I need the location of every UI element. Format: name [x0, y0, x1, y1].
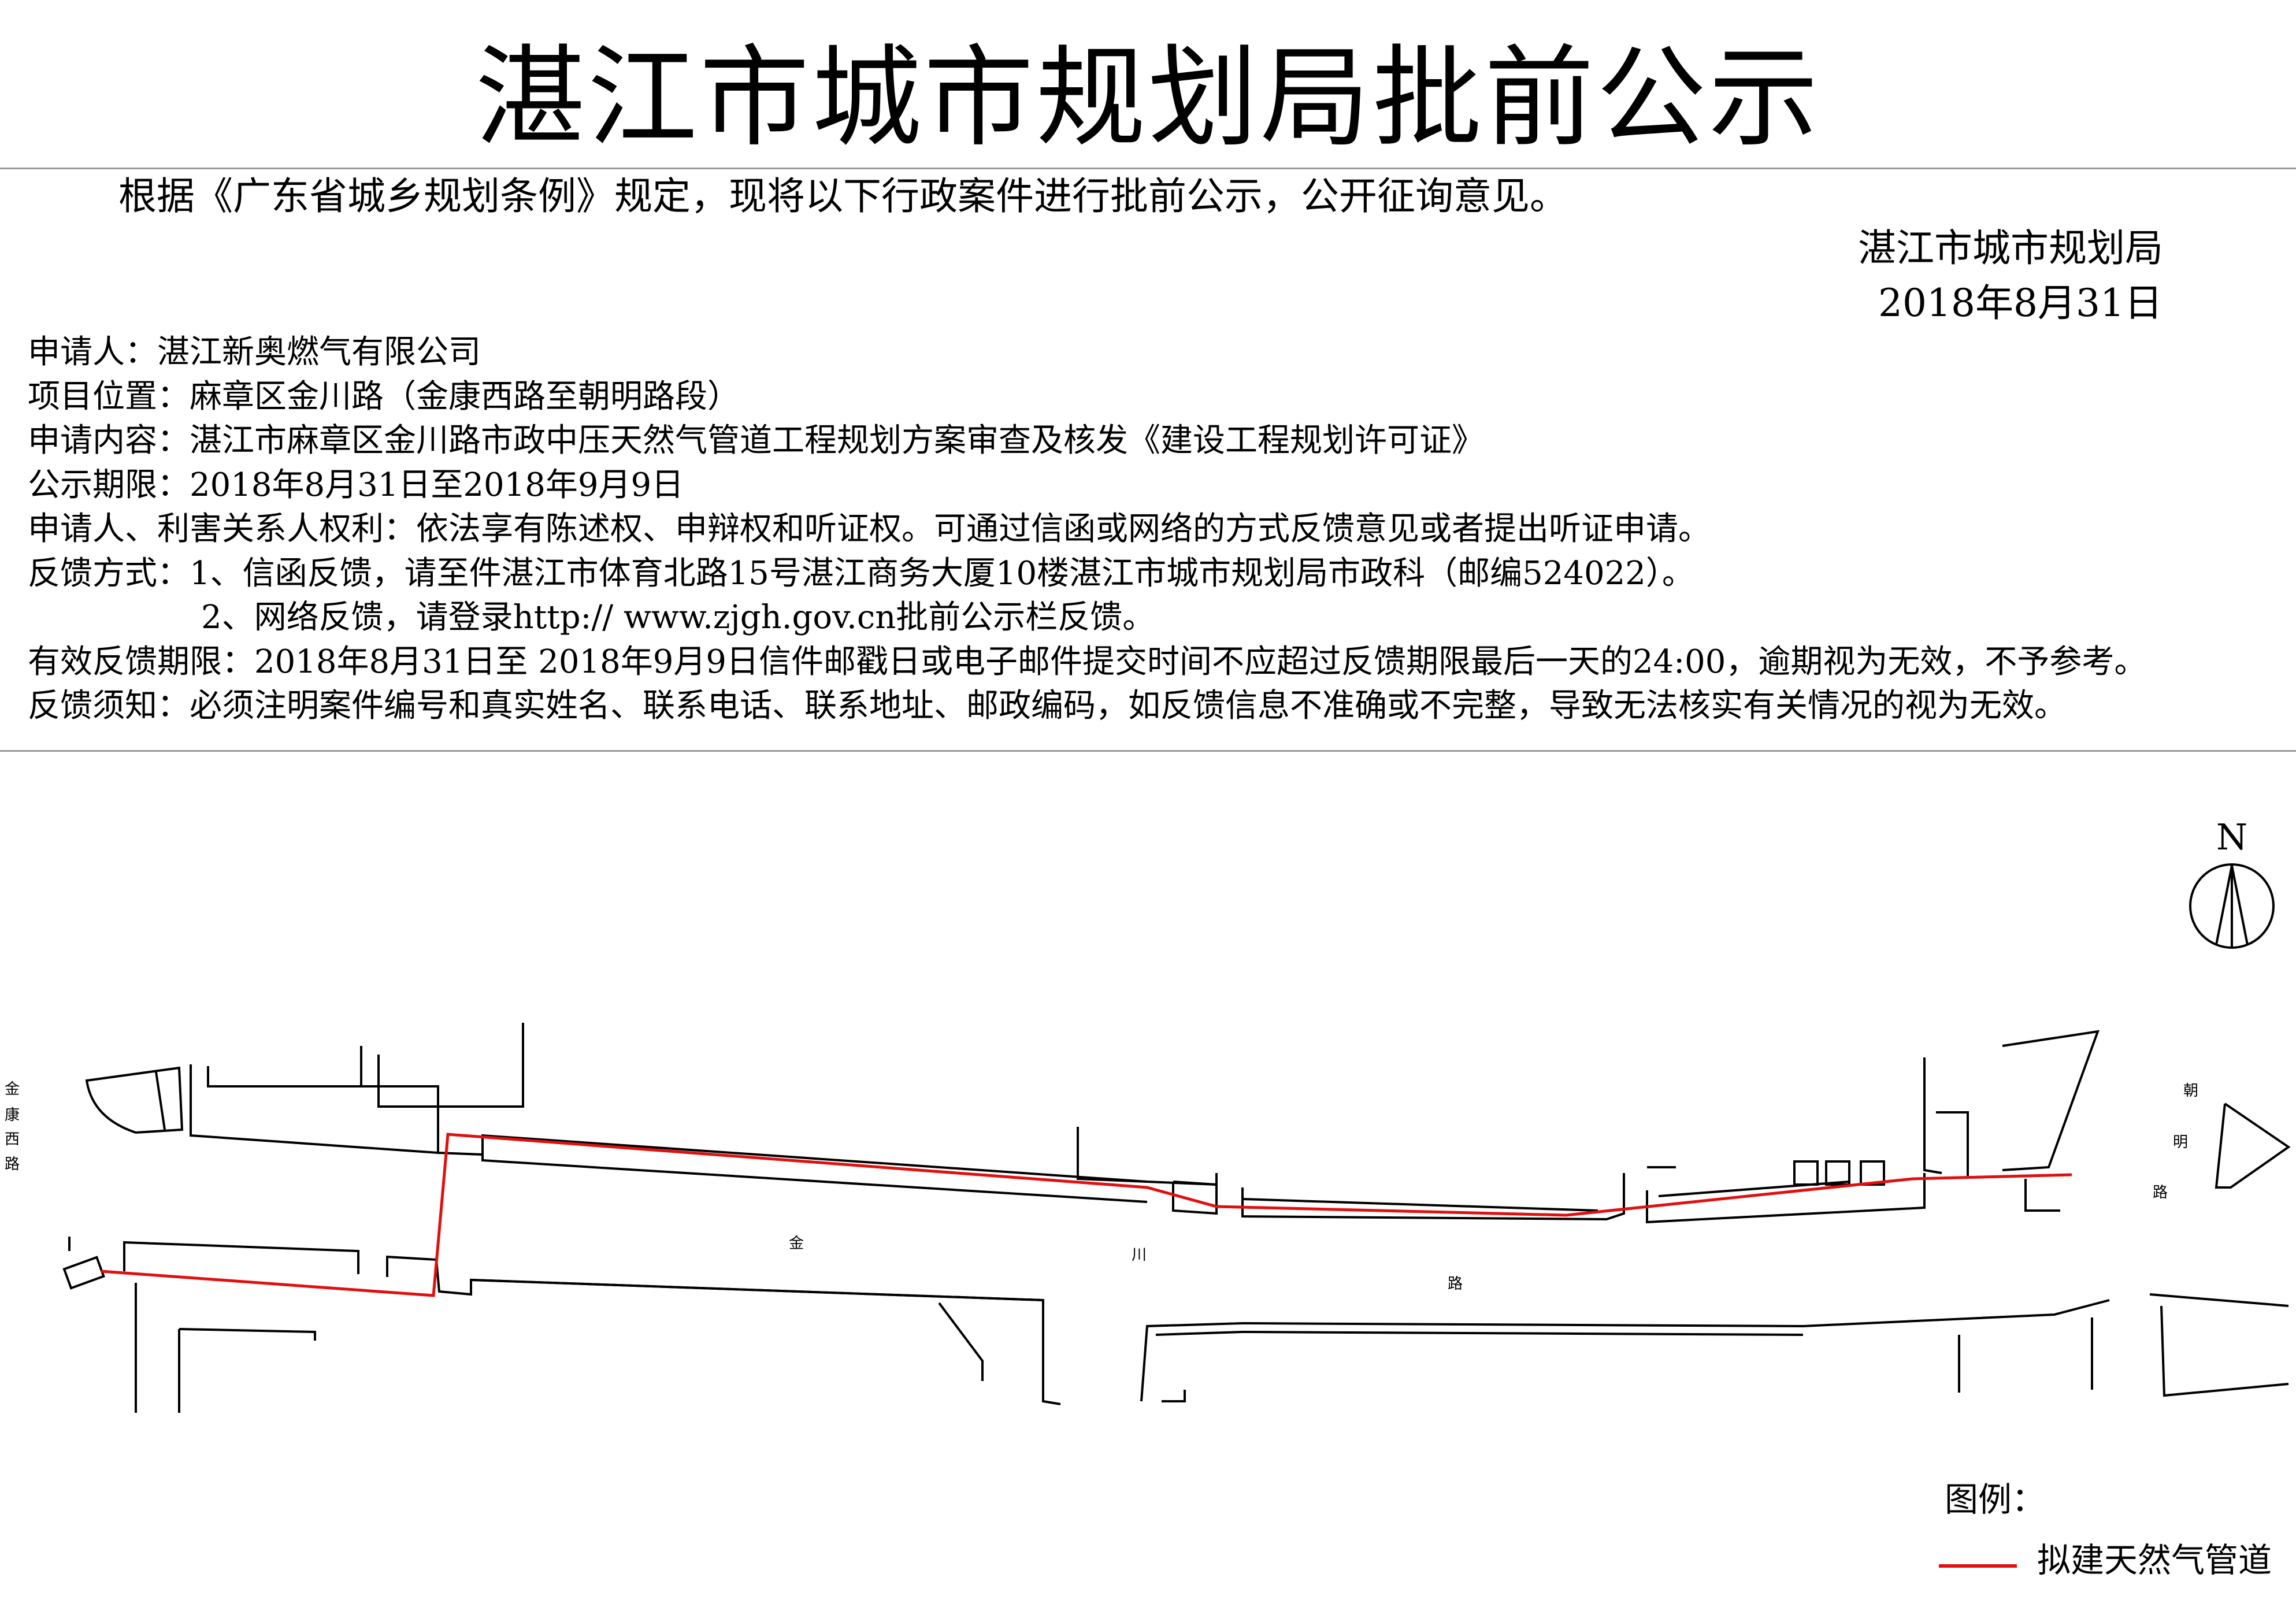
- notes-line: 反馈须知：必须注明案件编号和真实姓名、联系电话、联系地址、邮政编码，如反馈信息不…: [28, 687, 2067, 725]
- site-map: 金 康 西 路 金 川 路 朝 明 路 N: [5, 816, 2291, 1413]
- road-west-char-3: 西: [5, 1131, 20, 1148]
- east-building: [2215, 1103, 2291, 1189]
- deadline-line: 有效反馈期限：2018年8月31日至 2018年9月9日信件邮戳日或电子邮件提交…: [28, 643, 2147, 681]
- south-block-3: [938, 1302, 984, 1381]
- road-west-char-2: 康: [5, 1107, 20, 1124]
- legend-title: 图例：: [1945, 1480, 2046, 1519]
- north-block-1: [190, 1046, 439, 1155]
- south-east-block: [2160, 1305, 2289, 1397]
- road-east-char-3: 路: [2153, 1184, 2168, 1201]
- rights-line: 申请人、利害关系人权利：依法享有陈述权、申辩权和听证权。可通过信函或网络的方式反…: [28, 510, 1711, 548]
- road-west-char-4: 路: [5, 1156, 20, 1173]
- applicant-line: 申请人：湛江新奥燃气有限公司: [28, 333, 481, 371]
- road-east-char-1: 朝: [2183, 1082, 2198, 1100]
- pipeline-route: [101, 1133, 2072, 1297]
- page-title: 湛江市城市规划局批前公示: [475, 34, 1821, 162]
- road-main-char-3: 路: [1448, 1275, 1463, 1293]
- map-divider: [0, 750, 2296, 752]
- west-building: [85, 1066, 184, 1134]
- content-line: 申请内容：湛江市麻章区金川路市政中压天然气管道工程规划方案审查及核发《建设工程规…: [28, 422, 1484, 459]
- location-line: 项目位置：麻章区金川路（金康西路至朝明路段）: [28, 377, 740, 415]
- road-west-char-1: 金: [5, 1081, 20, 1098]
- north-building-a: [1077, 1127, 1148, 1183]
- road-main-char-1: 金: [789, 1235, 804, 1252]
- feedback-web-line: 2、网络反馈，请登录http:// www.zjgh.gov.cn批前公示栏反馈…: [201, 599, 1155, 636]
- legend-pipeline-label: 拟建天然气管道: [2037, 1541, 2272, 1580]
- north-road-edge: [437, 1134, 1218, 1186]
- road-main-char-2: 川: [1132, 1246, 1147, 1264]
- north-block-2: [377, 1023, 524, 1108]
- case-details: 申请人：湛江新奥燃气有限公司 项目位置：麻章区金川路（金康西路至朝明路段） 申请…: [28, 331, 2146, 729]
- title-divider: [0, 168, 2296, 169]
- south-road-curve: [1140, 1299, 2110, 1402]
- north-building-e: [2002, 1030, 2100, 1171]
- west-stub: [62, 1256, 105, 1290]
- south-block-1: [123, 1241, 359, 1274]
- feedback-letter-line: 反馈方式：1、信函反馈，请至件湛江市体育北路15号湛江商务大厦10楼湛江市城市规…: [28, 554, 1694, 592]
- notice-issuer: 湛江市城市规划局: [1858, 226, 2163, 270]
- south-block-2: [386, 1255, 437, 1277]
- notice-intro: 根据《广东省城乡规划条例》规定，现将以下行政案件进行批前公示，公开征询意见。: [118, 174, 1568, 218]
- legend-pipeline-swatch: [1939, 1564, 2017, 1568]
- road-east-char-2: 明: [2173, 1134, 2188, 1151]
- period-line: 公示期限：2018年8月31日至2018年9月9日: [28, 466, 684, 504]
- north-label: N: [2216, 816, 2247, 858]
- notice-date: 2018年8月31日: [1878, 281, 2163, 325]
- north-building-d: [1923, 1057, 1942, 1174]
